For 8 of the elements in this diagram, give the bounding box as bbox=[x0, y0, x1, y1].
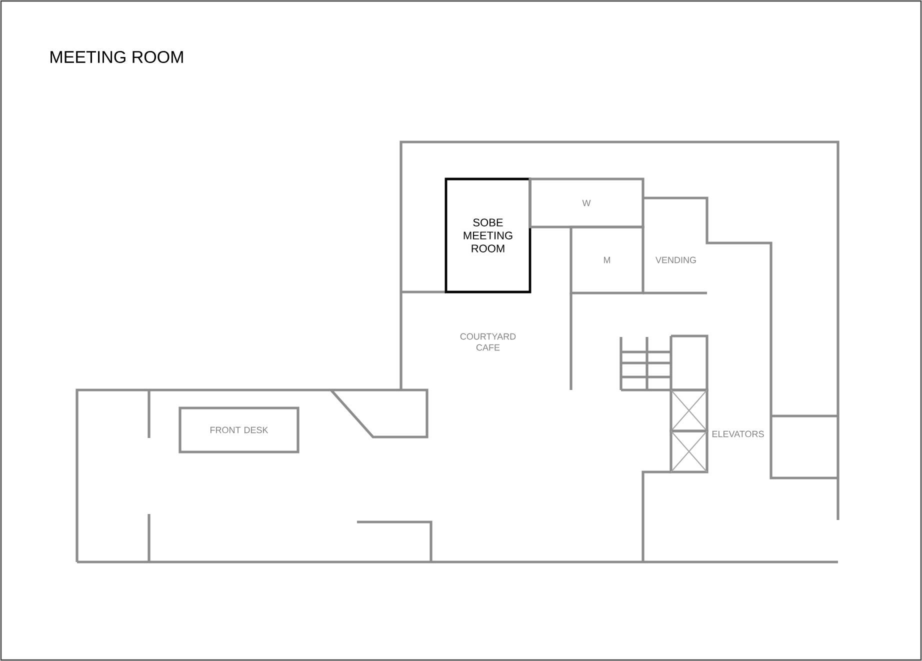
area-label: ELEVATORS bbox=[712, 430, 764, 438]
area-label: VENDING bbox=[656, 256, 696, 264]
meeting-room: SOBE MEETING ROOM bbox=[444, 178, 532, 294]
room: FRONT DESK bbox=[178, 406, 300, 454]
room: W bbox=[528, 178, 644, 228]
title: MEETING ROOM bbox=[50, 50, 183, 64]
room: M bbox=[570, 226, 644, 294]
area-label: COURTYARD CAFE bbox=[460, 333, 516, 351]
